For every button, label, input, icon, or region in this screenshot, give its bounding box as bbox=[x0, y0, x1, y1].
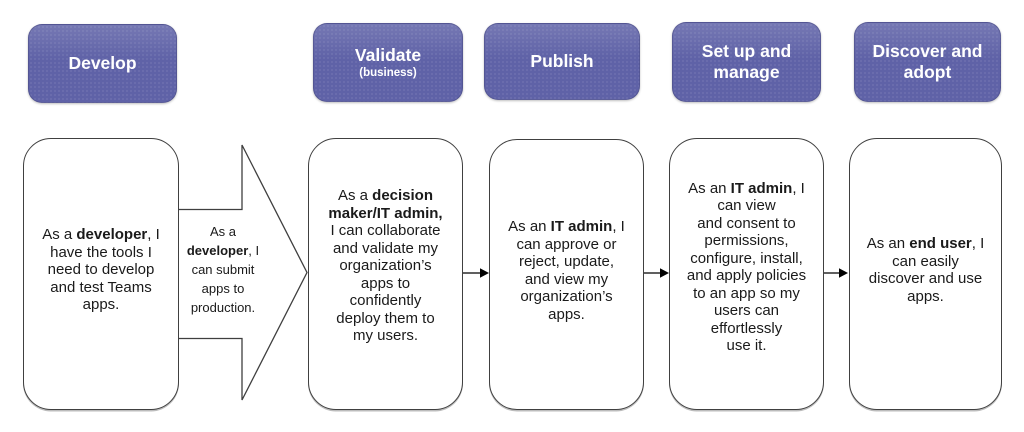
stage-header-sublabel: (business) bbox=[359, 67, 417, 79]
stage-header-publish: Publish bbox=[484, 23, 640, 100]
arrow-setup-discover bbox=[823, 268, 848, 278]
arrow-publish-setup bbox=[643, 268, 669, 278]
stage-card-text: As an IT admin, I can approve or reject,… bbox=[508, 218, 625, 323]
stage-card-setup-manage: As an IT admin, I can view and consent t… bbox=[669, 138, 824, 410]
stage-card-publish: As an IT admin, I can approve or reject,… bbox=[489, 139, 644, 410]
stage-header-label: Develop bbox=[68, 53, 137, 73]
stage-card-develop: As a developer, I have the tools I need … bbox=[23, 138, 179, 410]
block-arrow-develop-validate bbox=[171, 144, 308, 401]
stage-card-discover-adopt: As an end user, I can easily discover an… bbox=[849, 138, 1002, 410]
block-arrow-label: As a developer, I can submit apps to pro… bbox=[186, 224, 260, 315]
stage-header-label: Publish bbox=[530, 51, 594, 71]
stage-header-label: Discover and adopt bbox=[872, 41, 983, 82]
stage-header-validate: Validate (business) bbox=[313, 23, 463, 102]
stage-card-text: As an IT admin, I can view and consent t… bbox=[686, 179, 807, 355]
arrow-validate-publish bbox=[461, 268, 489, 278]
stage-card-text: As an end user, I can easily discover an… bbox=[866, 235, 985, 305]
stage-header-label: Set up and manage bbox=[701, 41, 792, 82]
stage-card-validate: As a decision maker/IT admin, I can coll… bbox=[308, 138, 463, 410]
stage-card-text: As a decision maker/IT admin, I can coll… bbox=[328, 187, 443, 345]
stage-header-setup-manage: Set up and manage bbox=[672, 22, 821, 102]
stage-header-develop: Develop bbox=[28, 24, 177, 103]
stage-header-discover-adopt: Discover and adopt bbox=[854, 22, 1001, 102]
stage-header-label: Validate bbox=[354, 45, 422, 65]
stage-card-text: As a developer, I have the tools I need … bbox=[42, 226, 160, 314]
